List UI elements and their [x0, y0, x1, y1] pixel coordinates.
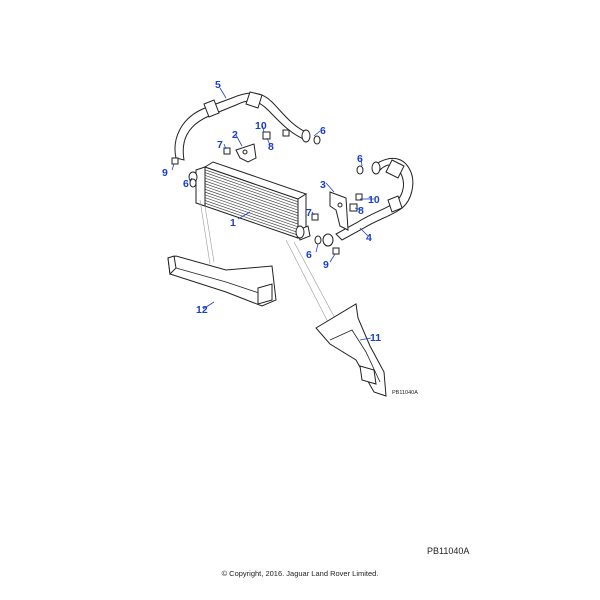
callout-8-lower: 8	[358, 205, 364, 217]
callout-5: 5	[215, 79, 221, 91]
deflector-left	[167, 255, 277, 307]
callout-2: 2	[232, 129, 238, 141]
cooler-fin	[204, 169, 299, 203]
fasteners	[171, 129, 364, 255]
upper-hose	[174, 91, 311, 161]
callout-6-lower: 6	[306, 249, 312, 261]
bracket-lower	[329, 191, 349, 231]
copyright-notice: © Copyright, 2016. Jaguar Land Rover Lim…	[221, 569, 379, 578]
callout-4: 4	[366, 232, 372, 244]
cooler-fin	[204, 186, 299, 219]
leader-lines	[171, 87, 374, 341]
lower-hose	[322, 157, 414, 247]
cooler-fin	[204, 175, 299, 208]
cooler-fin	[204, 200, 299, 233]
cooler-fin	[204, 180, 299, 214]
callout-6-upper-right: 6	[320, 125, 326, 137]
cooler-fin	[204, 189, 299, 222]
callout-1: 1	[230, 217, 236, 229]
reference-code: PB11040A	[427, 546, 470, 556]
callout-12: 12	[196, 304, 208, 316]
callout-9-lower: 9	[323, 259, 329, 271]
cooler-fin	[204, 191, 299, 225]
callout-9-left: 9	[162, 167, 168, 179]
cooler-fin	[204, 197, 299, 230]
callout-8-upper: 8	[268, 141, 274, 153]
cooler-fin	[204, 177, 299, 211]
diagram-code: PB11040A	[392, 390, 418, 396]
cooler-fin	[204, 194, 299, 228]
cooler-fin	[204, 202, 299, 236]
cooler-fin	[204, 183, 299, 216]
callout-11: 11	[370, 332, 381, 344]
deflector-right	[315, 303, 387, 397]
callout-10-lower: 10	[368, 194, 380, 206]
cooler-fin	[204, 172, 299, 205]
ghost-lines	[199, 199, 338, 327]
cooler-core	[188, 161, 311, 241]
callout-10-upper: 10	[255, 120, 267, 132]
bracket-upper	[235, 143, 257, 163]
callout-6-right: 6	[357, 153, 363, 165]
callout-7-lower: 7	[306, 207, 312, 219]
callout-7-upper: 7	[217, 139, 223, 151]
callout-6-left: 6	[183, 178, 189, 190]
callout-3: 3	[320, 179, 326, 191]
